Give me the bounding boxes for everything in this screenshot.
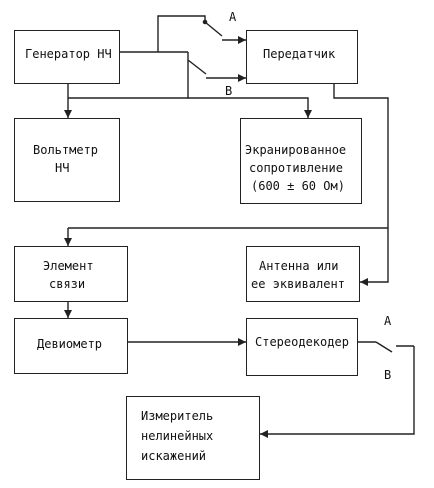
line-transmitter-down — [333, 84, 389, 228]
coupling-element-block: Элемент связи — [14, 246, 128, 302]
antenna-block: Антенна или ее эквивалент — [246, 246, 360, 302]
arrowheads — [64, 36, 368, 438]
stereodecoder-label: Стереодекодер — [255, 335, 349, 349]
distortion-meter-block: Измеритель нелинейных искажений — [126, 396, 260, 480]
stereodecoder-block: Стереодекодер — [246, 318, 358, 376]
voltmeter-block: Вольтметр НЧ — [14, 118, 120, 202]
switch-label-a-bottom: A — [384, 314, 392, 328]
line-to-resistance — [187, 60, 309, 118]
resistance-label-1: Экранированное — [245, 143, 347, 157]
switch-a-lever — [204, 21, 223, 37]
line-generator-loop — [157, 15, 206, 52]
line-to-distortion-meter — [260, 346, 415, 435]
switch-b-lever — [187, 59, 207, 75]
distortion-label-2: нелинейных — [141, 429, 214, 443]
switch-label-b-bottom: B — [384, 368, 392, 382]
antenna-label-2: ее эквивалент — [251, 277, 345, 291]
switch-label-b-top: B — [225, 84, 233, 98]
switch-c-lever — [375, 341, 393, 353]
distortion-label-3: искажений — [141, 449, 207, 463]
antenna-label-1: Антенна или — [259, 259, 339, 273]
transmitter-block: Передатчик — [246, 30, 358, 84]
voltmeter-label-1: Вольтметр — [33, 143, 99, 157]
transmitter-label: Передатчик — [263, 47, 336, 61]
resistance-label-2: сопротивление — [249, 161, 343, 175]
generator-block: Генератор НЧ — [14, 30, 120, 84]
deviometer-block: Девиометр — [14, 318, 128, 374]
coupling-label-1: Элемент — [43, 259, 94, 273]
switch-label-a-top: A — [229, 10, 237, 24]
deviometer-label: Девиометр — [37, 337, 103, 351]
line-to-antenna — [360, 228, 389, 283]
generator-label: Генератор НЧ — [25, 47, 112, 61]
distortion-label-1: Измеритель — [141, 409, 214, 423]
shielded-resistance-block: Экранированное сопротивление (600 ± 60 О… — [240, 118, 362, 204]
resistance-label-3: (600 ± 60 Ом) — [251, 179, 345, 193]
voltmeter-label-2: НЧ — [55, 161, 70, 175]
coupling-label-2: связи — [49, 277, 86, 291]
